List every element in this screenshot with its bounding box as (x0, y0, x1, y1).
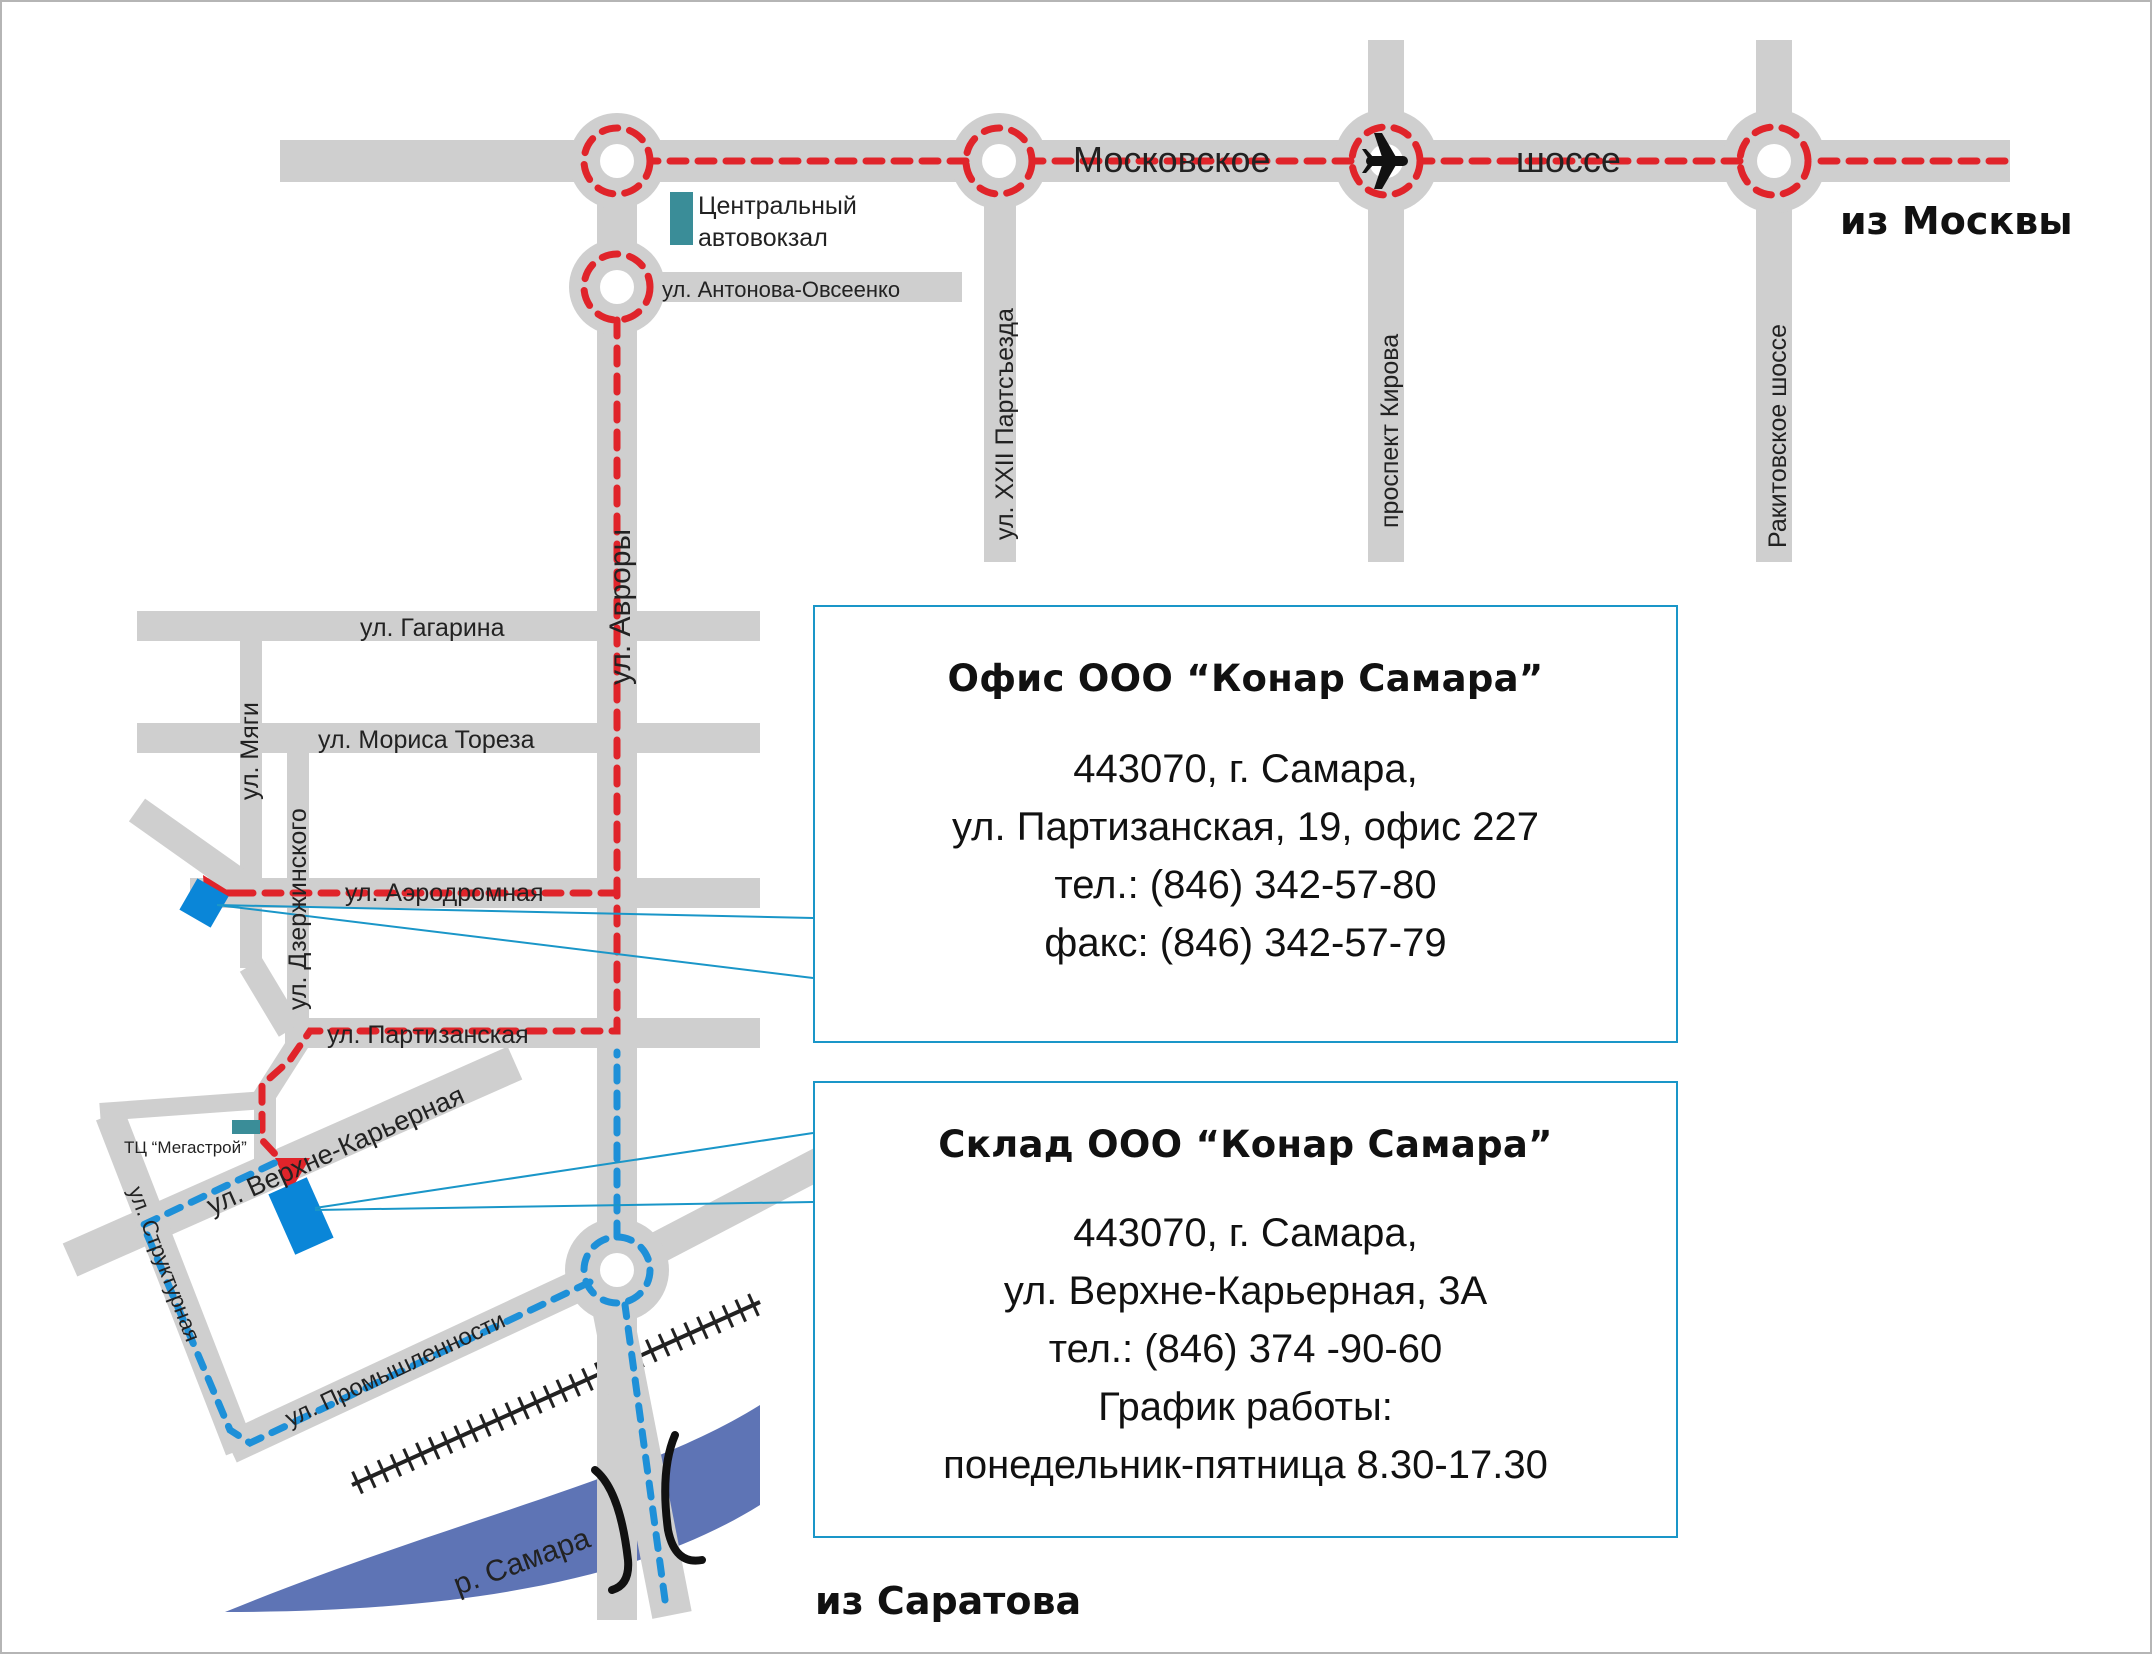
label-morisa-toreza: ул. Мориса Тореза (318, 726, 535, 754)
label-aerodromnaya: ул. Аэродромная (345, 879, 544, 907)
label-from-moscow: из Москвы (1840, 199, 2073, 243)
rail-tie (530, 1390, 543, 1414)
route-from-saratov (138, 1048, 669, 1604)
leader-lines (216, 904, 814, 1211)
label-from-saratov: из Саратова (815, 1579, 1081, 1623)
rail-tie (466, 1419, 479, 1443)
rail-tie (363, 1465, 377, 1489)
road-diagonal-northwest (128, 798, 259, 902)
rail-tie (721, 1304, 735, 1328)
office-fax: факс: (846) 342-57-79 (1044, 921, 1447, 965)
rail-tie (440, 1430, 454, 1455)
rail-tie (670, 1327, 684, 1351)
rail-tie (581, 1367, 594, 1392)
rail-tie (542, 1385, 556, 1409)
label-prospekt-kirova: проспект Кирова (1376, 334, 1404, 528)
road-gagarina (137, 611, 760, 641)
rail-tie (427, 1436, 441, 1460)
office-title: Офис ООО “Конар Самара” (947, 657, 1544, 700)
road-myagi (240, 638, 262, 968)
road-dzerzhinskogo (287, 752, 309, 1022)
label-bus-station-1: Центральный (698, 192, 857, 220)
warehouse-title: Склад ООО “Конар Самара” (938, 1123, 1553, 1166)
label-antonova-ovseenko: ул. Антонова-Овсеенко (662, 277, 900, 302)
rail-tie (453, 1425, 466, 1449)
office-info-box: Офис ООО “Конар Самара” 443070, г. Самар… (813, 605, 1678, 1043)
road-megastroy-access (99, 1091, 266, 1121)
label-promyshlennosti: ул. Промышленности (281, 1307, 509, 1433)
warehouse-address-line1: 443070, г. Самара, (1073, 1211, 1418, 1255)
label-myagi: ул. Мяги (236, 702, 264, 800)
road-xxii-partsezda (984, 160, 1016, 562)
rail-tie (376, 1459, 390, 1483)
rail-tie (657, 1333, 671, 1357)
office-address-line1: 443070, г. Самара, (1073, 747, 1418, 791)
rail-tie (478, 1413, 492, 1437)
label-gagarina: ул. Гагарина (360, 614, 505, 642)
rail-tie (504, 1402, 518, 1426)
warehouse-address-line2: ул. Верхне-Карьерная, 3А (1003, 1269, 1488, 1313)
route-from-moscow (203, 123, 2009, 1192)
rail-tie (517, 1396, 530, 1420)
label-shosse: шоссе (1516, 139, 1621, 180)
office-phone: тел.: (846) 342-57-80 (1054, 863, 1437, 907)
warehouse-marker[interactable] (268, 1177, 334, 1255)
rail-tie (555, 1379, 569, 1403)
label-megastroy: ТЦ “Мегастрой” (124, 1138, 247, 1157)
rail-tie (747, 1293, 760, 1317)
label-xxii-partsezda: ул. XXII Партсъезда (991, 308, 1019, 540)
label-partizanskaya: ул. Партизанская (327, 1021, 529, 1049)
label-dzerzhinskogo: ул. Дзержинского (284, 808, 312, 1010)
bridge-icon (591, 1431, 706, 1594)
office-marker[interactable] (179, 878, 229, 928)
rail-tie (734, 1299, 747, 1323)
rail-tie (683, 1321, 696, 1346)
warehouse-schedule-label: График работы: (1098, 1385, 1393, 1429)
rail-tie (415, 1442, 428, 1466)
warehouse-phone: тел.: (846) 374 -90-60 (1048, 1327, 1443, 1371)
label-bus-station-2: автовокзал (698, 224, 828, 252)
route-arrow-warehouse (275, 1158, 310, 1192)
warehouse-schedule: понедельник-пятница 8.30-17.30 (943, 1443, 1548, 1487)
rail-tie (351, 1470, 364, 1495)
label-rakitovskoe: Ракитовское шоссе (1764, 324, 1792, 548)
megastroy-icon (232, 1120, 260, 1134)
bus-station-icon (670, 192, 693, 245)
road-myagi-bend (239, 958, 302, 1037)
label-avrory: ул. Авроры (604, 529, 637, 685)
warehouse-info-box: Склад ООО “Конар Самара” 443070, г. Сама… (813, 1081, 1678, 1538)
rail-tie (708, 1310, 722, 1334)
rail-tie (402, 1448, 415, 1472)
rail-tie (568, 1373, 581, 1397)
road-strukturnaya (96, 1109, 254, 1456)
rail-tie (491, 1407, 505, 1432)
rail-tie (645, 1339, 658, 1363)
office-address-line2: ул. Партизанская, 19, офис 227 (952, 805, 1539, 849)
rail-tie (696, 1316, 709, 1340)
rail-tie (389, 1453, 403, 1477)
airplane-icon (1362, 133, 1408, 189)
label-moskovskoe: Московское (1073, 139, 1271, 180)
